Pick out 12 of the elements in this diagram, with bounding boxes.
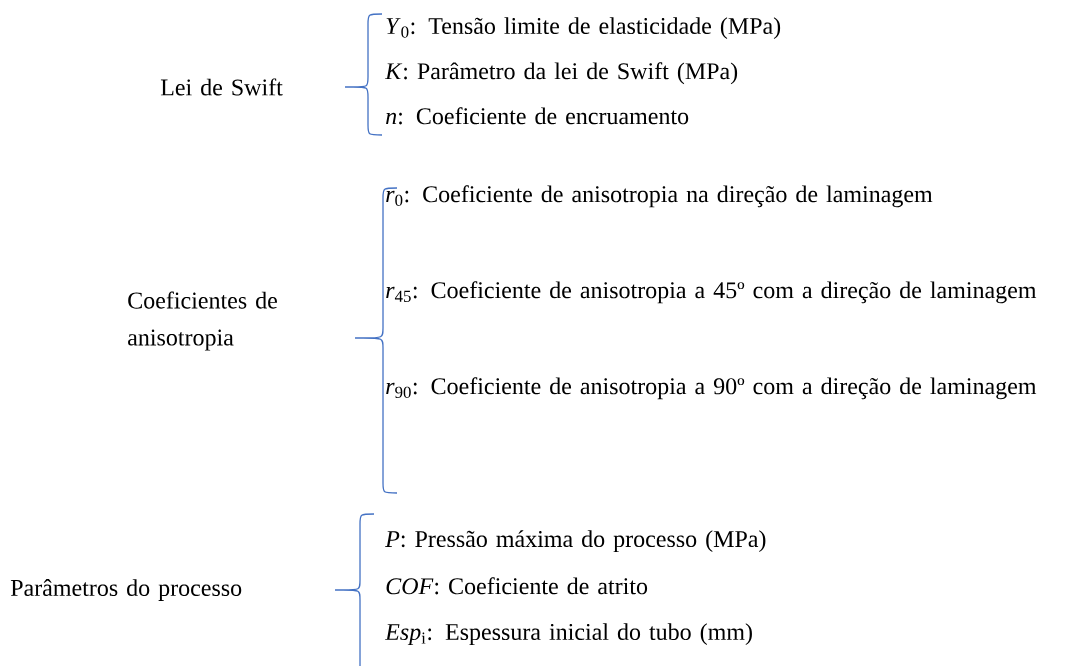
parameter-text: r$_{45}$: Coeficiente de anisotropia a 45º com a direção de laminagem bbox=[386, 281, 1037, 304]
parameter-text: Esp$_{i}$: Espessura inicial do tubo (mm) bbox=[384, 623, 752, 645]
group-label: Coeficientes de anisotropia bbox=[128, 291, 277, 351]
parameter-text: Y$_{0}$: Tensão limite de elasticidade (MPa) bbox=[386, 17, 781, 39]
parameter-text: P: Pressão máxima do processo (MPa) bbox=[385, 530, 766, 552]
group-label: Parâmetros do processo bbox=[10, 579, 242, 601]
parameter-text: n: Coeficiente de encruamento bbox=[386, 107, 689, 125]
parameter-text: r$_{0}$: Coeficiente de anisotropia na direção de laminagem bbox=[386, 185, 933, 208]
parameter-text: r$_{90}$: Coeficiente de anisotropia a 90º com a direção de laminagem bbox=[386, 377, 1037, 400]
group-label: Lei de Swift bbox=[160, 78, 283, 96]
parameter-text: K: Parâmetro da lei de Swift (MPa) bbox=[384, 62, 738, 85]
parameter-text: COF: Coeficiente de atrito bbox=[386, 577, 648, 595]
